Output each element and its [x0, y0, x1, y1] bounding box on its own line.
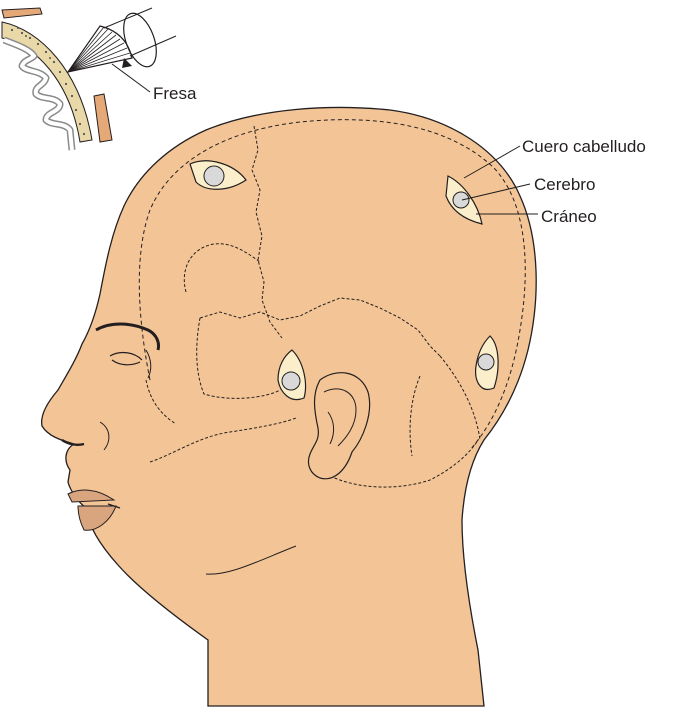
burr-drill-icon [68, 8, 176, 72]
scalp-layer [2, 8, 42, 18]
drill-leader-line [112, 64, 150, 92]
scalp-label: Cuero cabelludo [522, 137, 646, 156]
head [42, 107, 537, 706]
brain-label: Cerebro [534, 175, 595, 194]
scalp-layer-lower [94, 94, 112, 142]
drill-label: Fresa [153, 84, 197, 103]
skull-label: Cráneo [541, 207, 597, 226]
cross-section-inset [2, 8, 176, 150]
